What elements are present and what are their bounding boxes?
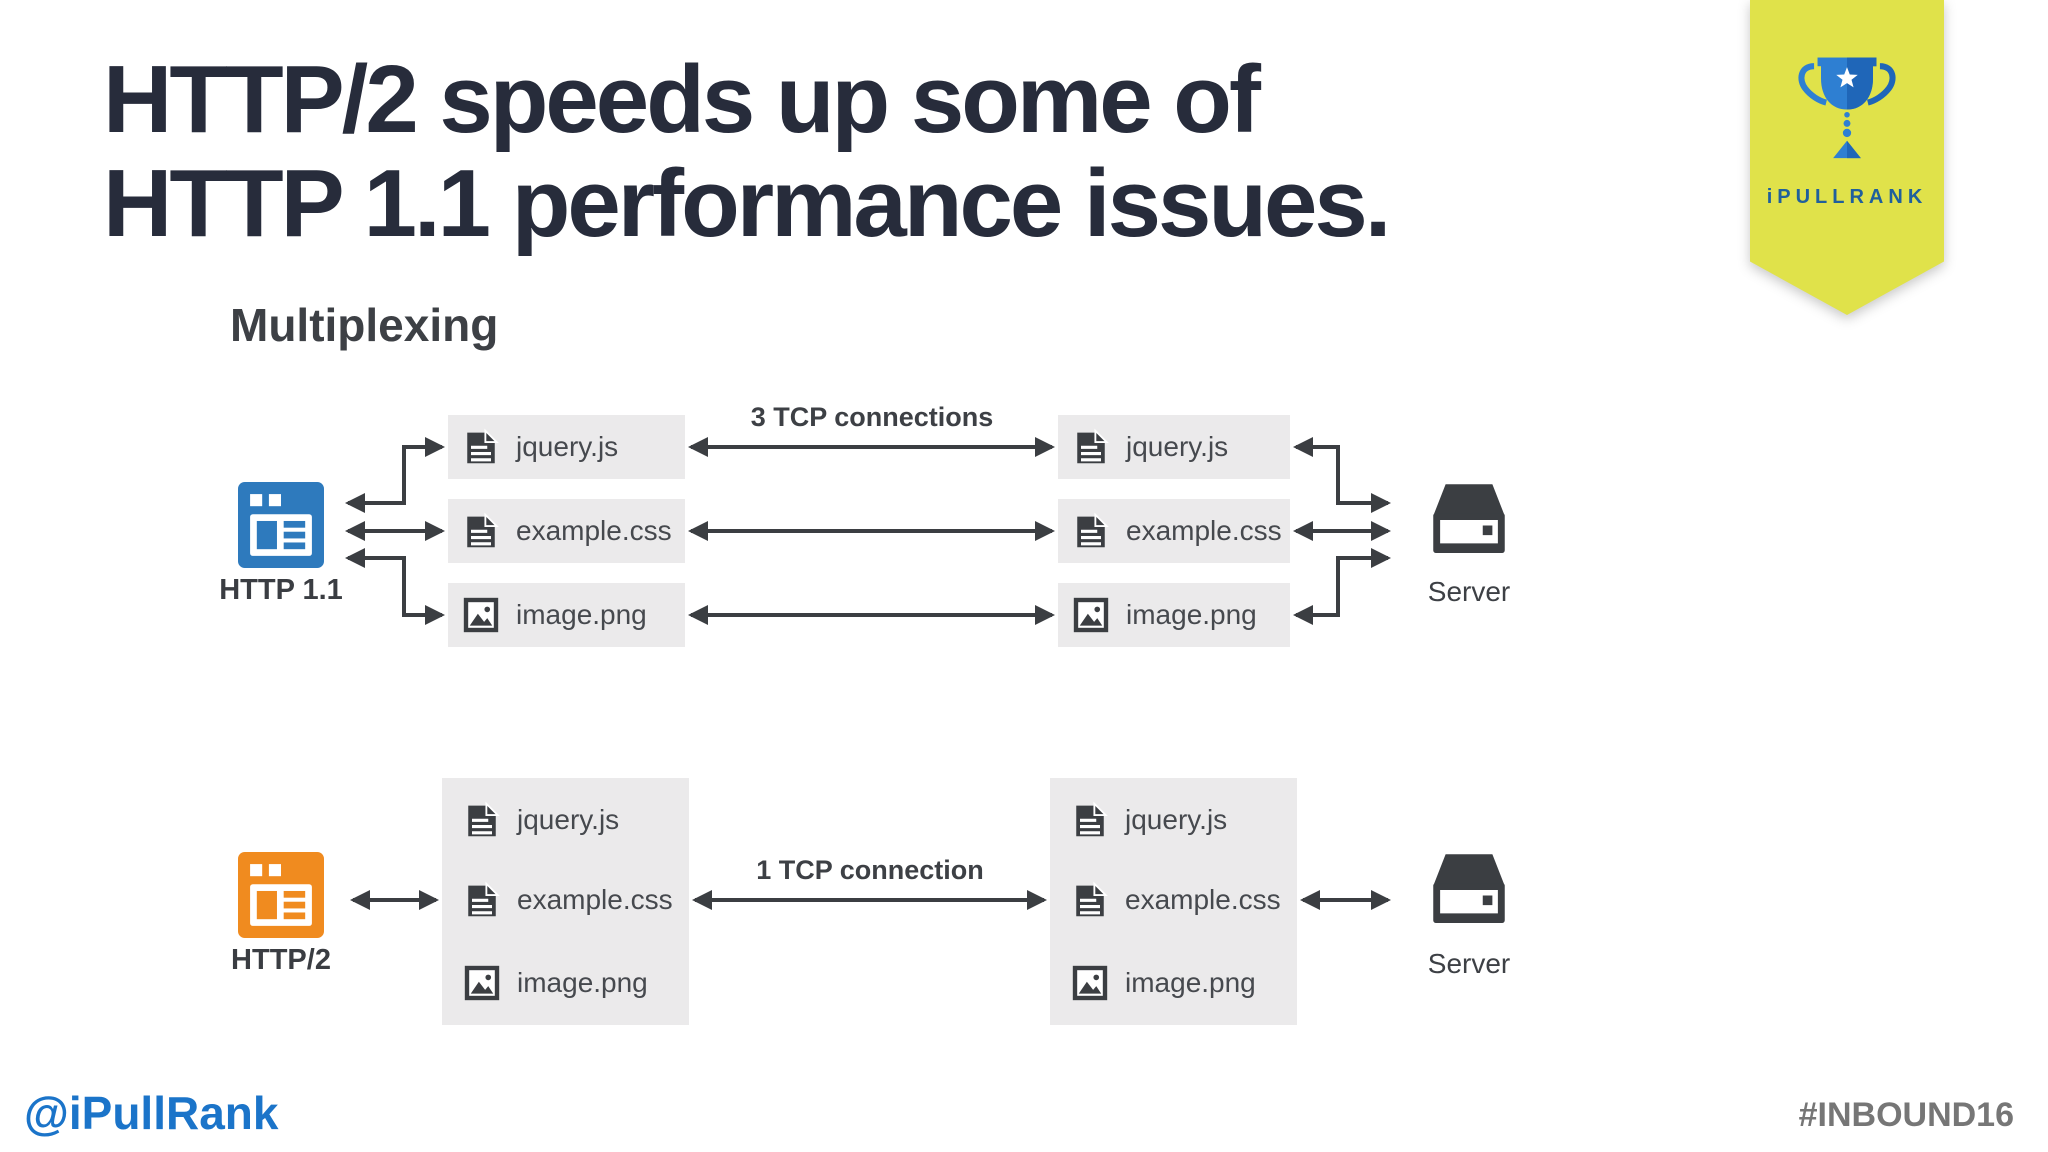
file-chip-image-server: image.png [1058, 583, 1290, 647]
file-row-jquery: jquery.js [462, 788, 619, 852]
server-label-bottom: Server [1427, 948, 1511, 979]
server-label-top: Server [1427, 576, 1511, 607]
page-title: HTTP/2 speeds up some of HTTP 1.1 perfor… [103, 48, 1663, 255]
file-name: jquery.js [1125, 804, 1228, 835]
file-name: jquery.js [1126, 431, 1229, 462]
file-name: image.png [1126, 599, 1257, 630]
file-chip-image-client: image.png [448, 583, 685, 647]
file-name: example.css [516, 515, 672, 546]
file-text-icon [1070, 800, 1110, 840]
trophy-icon [1795, 52, 1899, 174]
connection-label-3tcp: 3 TCP connections [750, 402, 994, 432]
file-chip-jquery-server: jquery.js [1058, 415, 1290, 479]
title-line-1: HTTP/2 speeds up some of [103, 46, 1261, 153]
file-name: image.png [1125, 967, 1256, 998]
file-text-icon [462, 880, 502, 920]
file-row-css: example.css [1070, 868, 1281, 932]
http2-server-bundle: jquery.js example.css image.png [1050, 778, 1297, 1025]
file-name: example.css [1125, 884, 1281, 915]
image-icon [1070, 963, 1110, 1003]
file-name: image.png [516, 599, 647, 630]
file-row-image: image.png [462, 951, 648, 1015]
file-text-icon [461, 427, 501, 467]
http11-label: HTTP 1.1 [219, 574, 343, 606]
http2-label: HTTP/2 [231, 944, 331, 976]
image-icon [461, 595, 501, 635]
file-chip-css-client: example.css [448, 499, 685, 563]
image-icon [462, 963, 502, 1003]
file-name: jquery.js [516, 431, 619, 462]
file-chip-jquery-client: jquery.js [448, 415, 685, 479]
title-line-2: HTTP 1.1 performance issues. [103, 149, 1391, 257]
brand-ribbon: iPULLRANK [1750, 0, 1944, 315]
file-row-jquery: jquery.js [1070, 788, 1227, 852]
file-row-css: example.css [462, 868, 673, 932]
http2-client-bundle: jquery.js example.css image.png [442, 778, 689, 1025]
file-text-icon [1071, 427, 1111, 467]
footer-handle: @iPullRank [24, 1087, 279, 1139]
file-text-icon [461, 511, 501, 551]
file-text-icon [1071, 511, 1111, 551]
file-text-icon [1070, 880, 1110, 920]
connection-label-1tcp: 1 TCP connection [756, 855, 984, 885]
diagram-heading: Multiplexing [230, 299, 499, 351]
file-chip-css-server: example.css [1058, 499, 1290, 563]
server-icon [1425, 476, 1513, 564]
image-icon [1071, 595, 1111, 635]
ribbon-pennant: iPULLRANK [1750, 0, 1944, 315]
server-icon [1425, 846, 1513, 934]
file-name: example.css [1126, 515, 1282, 546]
file-name: example.css [517, 884, 673, 915]
file-name: jquery.js [517, 804, 620, 835]
footer-hashtag: #INBOUND16 [1798, 1096, 2014, 1134]
http11-browser-icon [238, 482, 324, 568]
file-name: image.png [517, 967, 648, 998]
file-row-image: image.png [1070, 951, 1256, 1015]
file-text-icon [462, 800, 502, 840]
brand-name: iPULLRANK [1766, 186, 1928, 208]
http2-browser-icon [238, 852, 324, 938]
